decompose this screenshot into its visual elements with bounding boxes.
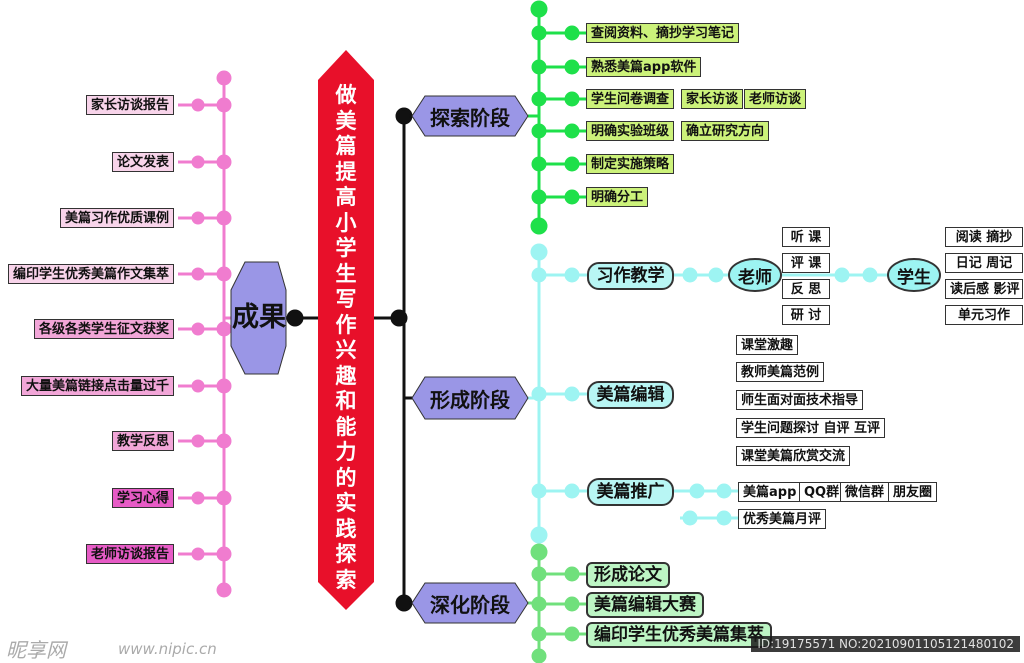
promotion-node: 美篇推广	[587, 478, 674, 506]
form-stage-shape	[411, 376, 529, 420]
deepen-item: 形成论文	[586, 562, 670, 588]
explore-branch-lines	[528, 0, 586, 235]
results-item: 论文发表	[111, 152, 174, 172]
explore-item: 老师访谈	[744, 89, 807, 109]
results-item: 大量美篇链接点击量过千	[20, 376, 174, 396]
teacher-item: 听 课	[782, 227, 830, 247]
central-title-shape	[318, 50, 374, 610]
teacher-item: 研 讨	[782, 305, 830, 325]
writing-teaching-node: 习作教学	[587, 262, 674, 290]
promotion-item: 美篇app	[738, 482, 802, 502]
editing-item: 师生面对面技术指导	[736, 390, 864, 410]
explore-item: 明确实验班级	[586, 121, 675, 141]
editing-item: 学生问题探讨 自评 互评	[736, 418, 886, 438]
explore-item: 明确分工	[586, 187, 649, 207]
editing-item: 课堂激趣	[736, 335, 799, 355]
student-item: 读后感 影评	[945, 279, 1023, 299]
teacher-node-label: 老师	[738, 267, 772, 288]
explore-stage-shape	[411, 95, 529, 137]
watermark-site: www.nipic.cn	[118, 640, 217, 658]
teacher-node-shape	[728, 258, 782, 292]
deepen-item: 美篇编辑大赛	[586, 592, 704, 618]
results-item: 老师访谈报告	[85, 544, 174, 564]
student-item: 阅读 摘抄	[945, 227, 1023, 247]
editing-node: 美篇编辑	[587, 381, 674, 409]
results-branch-lines	[178, 70, 238, 598]
explore-item: 确立研究方向	[681, 121, 770, 141]
student-node-shape	[887, 258, 941, 292]
editing-item: 教师美篇范例	[736, 362, 825, 382]
promotion-item: 朋友圈	[888, 482, 938, 502]
teacher-item: 反 思	[782, 279, 830, 299]
deepen-stage-label: 深化阶段	[430, 592, 510, 617]
results-item: 教学反思	[111, 431, 174, 451]
results-hub-label: 成果	[232, 302, 286, 333]
hub-connectors	[283, 107, 416, 612]
form-branch-lines	[528, 243, 888, 544]
watermark-id: ID:19175571 NO:20210901105121480102	[751, 636, 1020, 652]
student-item: 日记 周记	[945, 253, 1023, 273]
explore-stage-label: 探索阶段	[430, 105, 510, 130]
promotion-item: 微信群	[840, 482, 890, 502]
student-node-label: 学生	[897, 267, 931, 288]
promotion-item: 优秀美篇月评	[738, 509, 827, 529]
results-item: 家长访谈报告	[85, 95, 174, 115]
explore-item: 学生问卷调查	[586, 89, 675, 109]
watermark-brand: 昵享网	[6, 638, 66, 662]
explore-item: 熟悉美篇app软件	[586, 57, 702, 77]
central-title: 做美篇提高小学生写作兴趣和能力的实践探索	[335, 83, 357, 592]
deepen-branch-lines	[528, 543, 586, 663]
explore-item: 家长访谈	[681, 89, 744, 109]
teacher-item: 评 课	[782, 253, 830, 273]
results-hub-shape	[230, 261, 287, 375]
deepen-item: 编印学生优秀美篇集萃	[586, 622, 772, 648]
results-item: 学习心得	[111, 488, 174, 508]
student-item: 单元习作	[945, 305, 1023, 325]
results-item: 编印学生优秀美篇作文集萃	[7, 264, 174, 284]
deepen-stage-shape	[411, 582, 529, 624]
explore-item: 制定实施策略	[586, 154, 675, 174]
editing-item: 课堂美篇欣赏交流	[736, 446, 851, 466]
form-stage-label: 形成阶段	[430, 387, 510, 412]
explore-item: 查阅资料、摘抄学习笔记	[586, 23, 740, 43]
results-item: 各级各类学生征文获奖	[33, 319, 174, 339]
results-item: 美篇习作优质课例	[59, 208, 174, 228]
promotion-item: QQ群	[799, 482, 845, 502]
